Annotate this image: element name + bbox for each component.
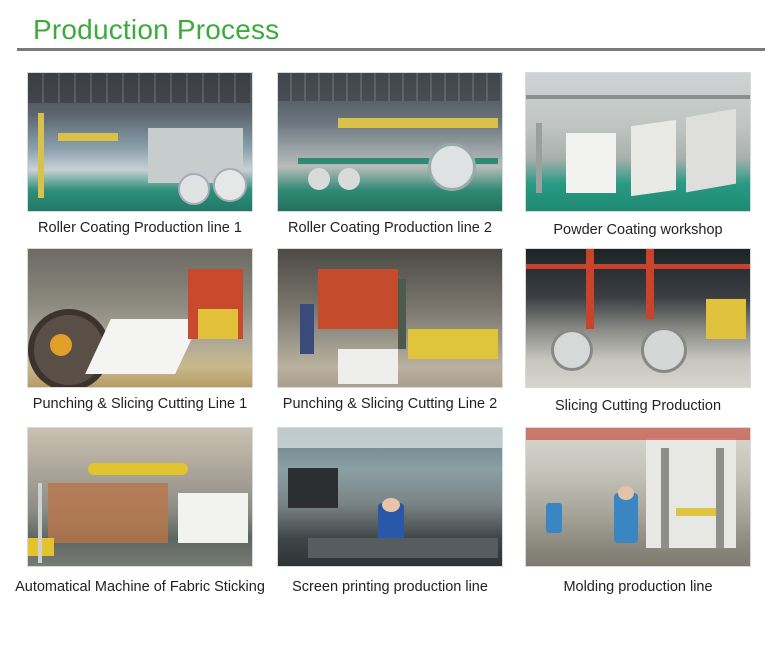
process-card-screen-printing: Screen printing production line	[277, 427, 503, 595]
caption-roller-coating-1: Roller Coating Production line 1	[38, 220, 242, 236]
process-card-roller-coating-1: Roller Coating Production line 1	[27, 72, 253, 236]
photo-screen-printing	[277, 427, 503, 567]
caption-roller-coating-2: Roller Coating Production line 2	[288, 220, 492, 236]
process-card-punching-slicing-2: Punching & Slicing Cutting Line 2	[277, 248, 503, 412]
process-card-roller-coating-2: Roller Coating Production line 2	[277, 72, 503, 236]
caption-screen-printing: Screen printing production line	[292, 579, 488, 595]
photo-powder-coating	[525, 72, 751, 212]
caption-slicing-cutting: Slicing Cutting Production	[554, 398, 722, 414]
photo-molding	[525, 427, 751, 567]
photo-slicing-cutting	[525, 248, 751, 388]
caption-powder-coating: Powder Coating workshop	[553, 222, 723, 238]
page-title: Production Process	[33, 14, 280, 45]
process-card-powder-coating: Powder Coating workshop	[525, 72, 751, 238]
photo-punching-slicing-1	[27, 248, 253, 388]
process-card-slicing-cutting: Slicing Cutting Production	[525, 248, 751, 414]
process-card-punching-slicing-1: Punching & Slicing Cutting Line 1	[27, 248, 253, 412]
caption-molding: Molding production line	[563, 579, 713, 595]
caption-punching-slicing-1: Punching & Slicing Cutting Line 1	[32, 396, 248, 412]
caption-fabric-sticking: Automatical Machine of Fabric Sticking	[15, 579, 265, 595]
photo-roller-coating-2	[277, 72, 503, 212]
title-underline	[17, 48, 765, 51]
photo-fabric-sticking	[27, 427, 253, 567]
photo-roller-coating-1	[27, 72, 253, 212]
process-card-molding: Molding production line	[525, 427, 751, 595]
caption-punching-slicing-2: Punching & Slicing Cutting Line 2	[282, 396, 498, 412]
process-card-fabric-sticking: Automatical Machine of Fabric Sticking	[15, 427, 265, 595]
photo-punching-slicing-2	[277, 248, 503, 388]
